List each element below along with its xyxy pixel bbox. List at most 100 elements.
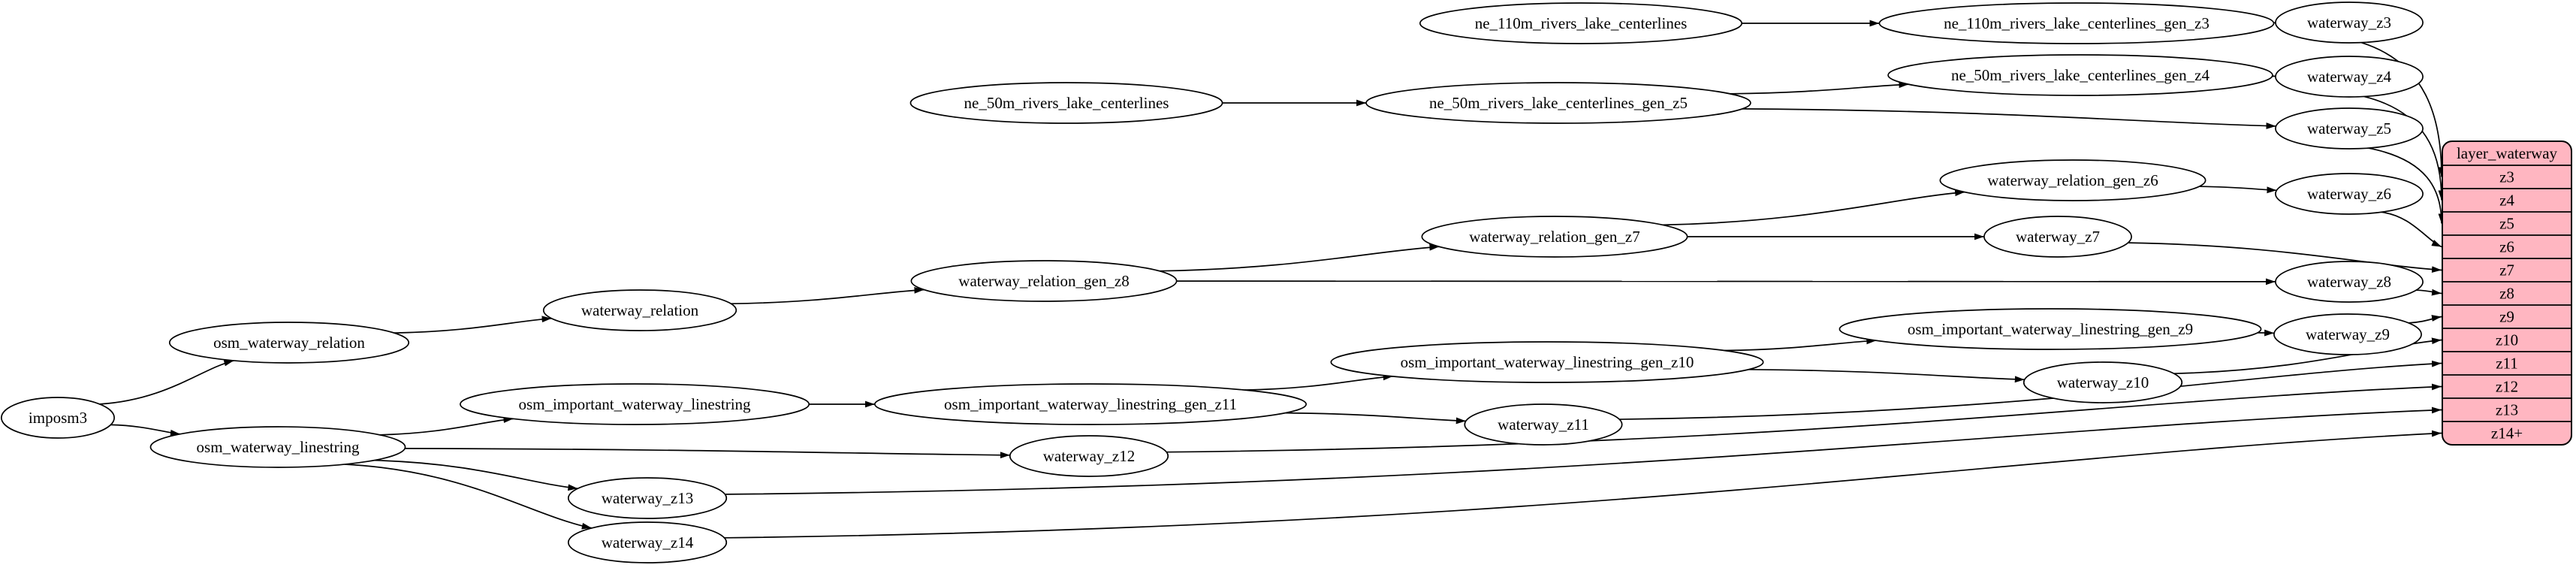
node-ellipse [1983,216,2132,258]
node-ellipse [2273,313,2422,355]
node-waterway_relation_gen_z6: waterway_relation_gen_z6 [1939,159,2206,201]
edge-waterway_z13-to-layer_waterway-z13 [725,406,2442,495]
node-ne_50m_rivers_lake_centerlines_gen_z5: ne_50m_rivers_lake_centerlines_gen_z5 [1365,82,1751,124]
node-ellipse [1365,82,1751,124]
table-row-label: z4 [2499,192,2514,210]
node-osm_important_waterway_linestring_gen_z9: osm_important_waterway_linestring_gen_z9 [1838,308,2262,350]
table-row-label: z12 [2496,378,2518,396]
edge-waterway_z7-to-layer_waterway-z7 [2128,242,2442,273]
table-row-z4: z4 [2442,188,2571,210]
table-row-z7: z7 [2442,258,2571,279]
node-ellipse [2275,107,2424,150]
edge-waterway_z6-to-layer_waterway-z6 [2381,211,2442,248]
node-waterway_z3: waterway_z3 [2275,2,2424,44]
node-waterway_relation_gen_z8: waterway_relation_gen_z8 [910,260,1178,302]
node-label: waterway_z5 [2307,119,2391,137]
table-row-z9: z9 [2442,304,2571,326]
node-waterway_z9: waterway_z9 [2273,313,2422,355]
node-label: waterway_z4 [2307,68,2391,86]
table-row-label: z9 [2499,308,2514,326]
table-row-label: z7 [2499,261,2514,279]
edge-osm_important_waterway_linestring_gen_z11-to-osm_important_waterway_linestring_gen_z10 [1244,373,1393,391]
edge-osm_waterway_linestring-to-waterway_z13 [373,459,578,491]
node-waterway_z10: waterway_z10 [2022,361,2183,403]
node-waterway_z11: waterway_z11 [1464,403,1623,446]
node-waterway_z4: waterway_z4 [2275,56,2424,98]
edge-waterway_relation_gen_z8-to-waterway_z8 [1176,278,2276,286]
node-label: waterway_relation [581,301,699,319]
edge-waterway_relation_gen_z6-to-waterway_z6 [2199,186,2277,194]
edge-imposm3-to-osm_waterway_relation [99,359,234,405]
edge-waterway_z14-to-layer_waterway-z14+ [724,430,2442,539]
edge-waterway_z9-to-layer_waterway-z9 [2408,315,2442,324]
edge-osm_waterway_linestring-to-waterway_z14 [344,464,592,530]
edge-ne_50m_rivers_lake_centerlines_gen_z5-to-waterway_z5 [1742,108,2276,129]
node-ellipse [459,383,810,425]
node-ellipse [1419,2,1743,44]
edge-osm_waterway_linestring-to-waterway_z12 [405,448,1010,459]
node-ellipse [567,521,728,563]
table-row-label: z3 [2499,168,2514,186]
node-label: waterway_relation_gen_z6 [1987,171,2158,189]
node-ellipse [2275,261,2424,303]
node-ellipse [0,397,116,439]
node-osm_waterway_relation: osm_waterway_relation [168,322,410,364]
edge-waterway_relation_gen_z8-to-waterway_relation_gen_z7 [1159,243,1440,272]
node-ellipse [2022,361,2183,403]
edge-osm_important_waterway_linestring_gen_z11-to-waterway_z11 [1285,412,1466,425]
node-label: osm_waterway_linestring [197,438,360,456]
node-waterway_z8: waterway_z8 [2275,261,2424,303]
node-label: waterway_z13 [602,489,693,507]
node-label: waterway_relation_gen_z7 [1469,228,1639,246]
node-label: ne_110m_rivers_lake_centerlines [1475,14,1688,32]
node-label: osm_important_waterway_linestring_gen_z1… [1401,353,1694,371]
node-label: osm_important_waterway_linestring_gen_z9 [1908,320,2193,338]
node-ellipse [2275,2,2424,44]
node-label: waterway_z7 [2016,228,2100,246]
node-osm_waterway_linestring: osm_waterway_linestring [149,426,406,468]
table-row-z5: z5 [2442,211,2571,233]
table-row-label: z8 [2499,285,2514,303]
node-label: ne_110m_rivers_lake_centerlines_gen_z3 [1944,14,2210,32]
edge-waterway_z4-to-layer_waterway-z4 [2363,95,2445,201]
table-row-z8: z8 [2442,281,2571,303]
table-row-label: z10 [2496,331,2518,349]
table-row-label: z6 [2499,238,2514,256]
table-row-z3: z3 [2442,165,2571,186]
node-ne_50m_rivers_lake_centerlines: ne_50m_rivers_lake_centerlines [909,82,1223,124]
node-label: waterway_z11 [1498,415,1589,434]
table-row-z14+: z14+ [2442,421,2571,443]
edge-ne_50m_rivers_lake_centerlines_gen_z5-to-ne_50m_rivers_lake_centerlines_gen_z4 [1730,81,1909,95]
node-ellipse [909,82,1223,124]
node-ellipse [873,383,1308,425]
node-ne_110m_rivers_lake_centerlines: ne_110m_rivers_lake_centerlines [1419,2,1743,44]
node-ellipse [542,289,738,331]
node-label: waterway_z6 [2307,185,2391,203]
node-ellipse [149,426,406,468]
edge-osm_waterway_linestring-to-osm_important_waterway_linestring [379,416,514,436]
node-waterway_z6: waterway_z6 [2275,173,2424,215]
nodes-layer: imposm3 osm_waterway_relation osm_waterway… [0,2,2424,563]
edges-layer [99,19,2445,539]
node-label: waterway_relation_gen_z8 [958,272,1129,290]
node-ellipse [567,477,728,519]
node-ellipse [2275,173,2424,215]
edge-waterway_relation_gen_z7-to-waterway_relation_gen_z6 [1662,189,1965,226]
node-ellipse [168,322,410,364]
node-waterway_z14: waterway_z14 [567,521,728,563]
table-layer_waterway: layer_waterwayz3z4z5z6z7z8z9z10z11z12z13… [2442,140,2572,446]
edge-osm_important_waterway_linestring_gen_z10-to-waterway_z10 [1748,368,2025,383]
node-label: imposm3 [29,409,87,427]
node-ellipse [1464,403,1623,446]
node-ne_110m_rivers_lake_centerlines_gen_z3: ne_110m_rivers_lake_centerlines_gen_z3 [1878,2,2275,44]
node-label: waterway_z14 [602,533,694,551]
table-title: layer_waterway [2457,144,2558,162]
table-row-z13: z13 [2442,397,2571,419]
node-ellipse [1939,159,2206,201]
node-ellipse [1838,308,2262,350]
node-ellipse [1009,435,1169,477]
node-ellipse [1421,216,1688,258]
node-osm_important_waterway_linestring: osm_important_waterway_linestring [459,383,810,425]
node-waterway_z12: waterway_z12 [1009,435,1169,477]
table-row-label: z13 [2496,401,2518,419]
